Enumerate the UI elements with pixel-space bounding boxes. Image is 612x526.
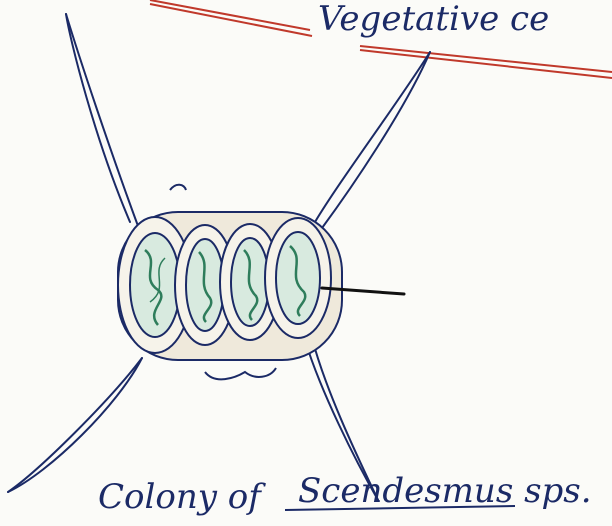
caption-prefix: Colony of bbox=[98, 477, 266, 517]
colony-mark bbox=[170, 185, 186, 190]
spine-top-right bbox=[315, 52, 430, 222]
caption-species: Scendesmus sps. bbox=[298, 471, 592, 511]
colony-base-wave bbox=[205, 368, 276, 379]
vegetative-cell-label: Vegetative ce bbox=[318, 0, 549, 39]
spine-bottom-left bbox=[8, 358, 142, 492]
cell-4 bbox=[265, 218, 331, 338]
